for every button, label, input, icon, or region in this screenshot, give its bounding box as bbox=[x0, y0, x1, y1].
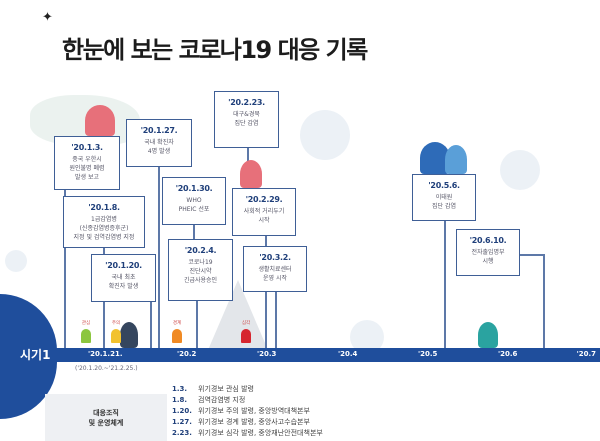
org-date: 1.8. bbox=[172, 396, 188, 404]
event-text: 국내 확진자 4명 발생 bbox=[144, 139, 174, 155]
alert-label: 심각 bbox=[241, 321, 251, 326]
event-card: '20.1.27. 국내 확진자 4명 발생 bbox=[126, 119, 192, 167]
timeline-tick: '20.4 bbox=[338, 350, 358, 358]
org-date: 1.27. bbox=[172, 418, 192, 426]
event-text: 전자출입명부 시행 bbox=[471, 249, 505, 265]
connector-line bbox=[520, 254, 544, 256]
connector-line bbox=[543, 254, 545, 348]
event-text: 대구&경북 집단 감염 bbox=[233, 111, 260, 127]
page-title: 한눈에 보는 코로나19 대응 기록 bbox=[62, 36, 368, 64]
event-date: '20.2.29. bbox=[245, 195, 283, 204]
org-item: 1.8. 검역감염병 지정 bbox=[172, 395, 472, 406]
org-text: 위기경보 경계 발령, 중앙사고수습본부 bbox=[198, 418, 310, 426]
timeline-tick: '20.1.21. bbox=[88, 350, 123, 358]
org-text: 위기경보 심각 발령, 중앙재난안전대책본부 bbox=[198, 429, 323, 437]
org-text: 위기경보 관심 발령 bbox=[198, 385, 254, 393]
event-card: '20.1.8. 1급감염병 (신종감염병증후군) 지정 및 검역감염병 지정 bbox=[63, 196, 145, 248]
timeline-tick: '20.6 bbox=[498, 350, 518, 358]
timeline-bar bbox=[0, 348, 600, 362]
event-text: 국내 최초 확진자 발생 bbox=[108, 274, 139, 290]
event-card: '20.3.2. 생활치료센터 운영 시작 bbox=[243, 246, 307, 292]
virus-illustration bbox=[500, 150, 540, 190]
qr-checkin-illustration bbox=[478, 322, 498, 348]
siren-icon bbox=[241, 329, 251, 343]
event-date: '20.5.6. bbox=[428, 181, 460, 190]
org-label: 대응조직 및 운영체계 bbox=[45, 394, 167, 441]
connector-line bbox=[275, 292, 277, 348]
era-label: 시기1 bbox=[20, 348, 51, 362]
event-date: '20.6.10. bbox=[469, 236, 507, 245]
woman-sanitizer-illustration bbox=[240, 160, 262, 188]
siren-icon bbox=[111, 329, 121, 343]
org-item: 2.23. 위기경보 심각 발령, 중앙재난안전대책본부 bbox=[172, 428, 472, 439]
timeline-tick: '20.2 bbox=[177, 350, 197, 358]
org-date: 1.3. bbox=[172, 385, 188, 393]
event-card: '20.2.23. 대구&경북 집단 감염 bbox=[214, 91, 279, 148]
event-date: '20.1.30. bbox=[175, 184, 213, 193]
event-card: '20.2.29. 사회적 거리두기 시작 bbox=[232, 188, 296, 236]
connector-line bbox=[158, 167, 160, 348]
siren-icon bbox=[172, 329, 182, 343]
org-item: 1.3. 위기경보 관심 발령 bbox=[172, 384, 472, 395]
connector-line bbox=[196, 301, 198, 348]
woman-mask-illustration bbox=[85, 105, 115, 136]
timeline-tick: '20.5 bbox=[418, 350, 438, 358]
event-date: '20.1.3. bbox=[71, 143, 103, 152]
alert-siren-caution: 주의 bbox=[110, 320, 122, 348]
alert-siren-alert: 경계 bbox=[171, 320, 183, 348]
event-date: '20.1.8. bbox=[88, 203, 120, 212]
woman-mask-illustration bbox=[445, 145, 467, 174]
connector-line bbox=[265, 236, 267, 348]
event-text: 이태원 집단 감염 bbox=[432, 194, 456, 210]
event-date: '20.1.20. bbox=[105, 261, 142, 270]
event-date: '20.1.27. bbox=[140, 126, 178, 135]
alert-siren-serious: 심각 bbox=[240, 320, 252, 348]
org-list: 1.3. 위기경보 관심 발령 1.8. 검역감염병 지정 1.20. 위기경보 주의… bbox=[172, 384, 472, 439]
siren-icon bbox=[81, 329, 91, 343]
event-date: '20.2.23. bbox=[228, 98, 265, 107]
event-card: '20.1.30. WHO PHEIC 선포 bbox=[162, 177, 226, 225]
star-icon: ✦ bbox=[42, 10, 53, 25]
event-date: '20.2.4. bbox=[184, 246, 217, 255]
event-card: '20.1.3. 중국 우한시 원인불명 폐렴 발생 보고 bbox=[54, 136, 120, 190]
alert-label: 관심 bbox=[81, 321, 91, 326]
event-text: 중국 우한시 원인불명 폐렴 발생 보고 bbox=[69, 156, 105, 181]
event-card: '20.1.20. 국내 최초 확진자 발생 bbox=[91, 254, 156, 302]
connector-line bbox=[444, 221, 446, 348]
timeline-tick: '20.3 bbox=[257, 350, 277, 358]
alert-siren-interest: 관심 bbox=[80, 320, 92, 348]
virus-illustration bbox=[300, 110, 350, 160]
connector-line bbox=[150, 302, 152, 348]
connector-line bbox=[64, 190, 66, 348]
org-item: 1.27. 위기경보 경계 발령, 중앙사고수습본부 bbox=[172, 417, 472, 428]
event-card: '20.5.6. 이태원 집단 감염 bbox=[412, 174, 476, 221]
alert-label: 경계 bbox=[172, 321, 182, 326]
official-illustration bbox=[120, 322, 138, 348]
timeline-tick: '20.7 bbox=[576, 350, 596, 358]
event-card: '20.2.4. 코로나19 진단시약 긴급사용승인 bbox=[168, 239, 233, 301]
event-card: '20.6.10. 전자출입명부 시행 bbox=[456, 229, 520, 276]
org-text: 위기경보 주의 발령, 중앙방역대책본부 bbox=[198, 407, 310, 415]
event-text: 사회적 거리두기 시작 bbox=[243, 208, 285, 224]
org-date: 1.20. bbox=[172, 407, 192, 415]
virus-illustration bbox=[5, 250, 27, 272]
event-text: 생활치료센터 운영 시작 bbox=[258, 266, 292, 282]
connector-line bbox=[193, 225, 195, 239]
event-text: 코로나19 진단시약 긴급사용승인 bbox=[183, 259, 218, 284]
org-date: 2.23. bbox=[172, 429, 192, 437]
org-text: 검역감염병 지정 bbox=[198, 396, 246, 404]
event-text: WHO PHEIC 선포 bbox=[178, 197, 210, 213]
era-range: ('20.1.20.~'21.2.25.) bbox=[75, 365, 138, 372]
org-item: 1.20. 위기경보 주의 발령, 중앙방역대책본부 bbox=[172, 406, 472, 417]
event-date: '20.3.2. bbox=[259, 253, 291, 262]
event-text: 1급감염병 (신종감염병증후군) 지정 및 검역감염병 지정 bbox=[73, 216, 135, 241]
alert-label: 주의 bbox=[111, 321, 121, 326]
